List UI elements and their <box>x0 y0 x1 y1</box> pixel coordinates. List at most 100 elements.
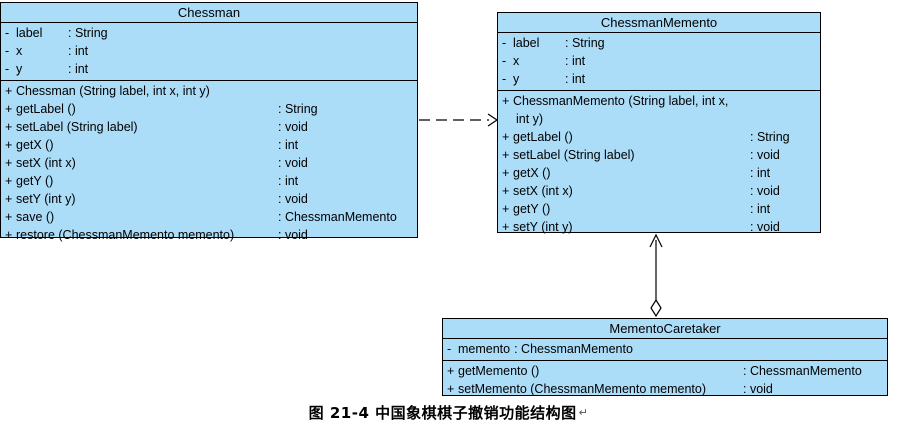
attribute-type: : String <box>565 36 605 50</box>
visibility-marker: + <box>502 184 510 198</box>
attribute-row: -label: String <box>498 34 820 52</box>
operation-return-type: : int <box>278 174 299 188</box>
aggregation-hollow-diamond <box>650 298 662 318</box>
operation-row: +restore (ChessmanMemento memento) : voi… <box>1 226 417 244</box>
operation-row: +setX (int x) : void <box>1 154 417 172</box>
operation-row: +getLabel () : String <box>498 128 820 146</box>
visibility-marker: + <box>5 228 13 242</box>
attribute-row: -label : String <box>1 24 417 42</box>
operation-signature: getX () <box>16 138 54 152</box>
operation-return-type: : String <box>278 102 318 116</box>
operation-row: +setX (int x) : void <box>498 182 820 200</box>
operation-row: +Chessman (String label, int x, int y) <box>1 82 417 100</box>
class-title-chessman: Chessman <box>1 3 417 23</box>
class-box-memento-caretaker[interactable]: MementoCaretaker -memento: ChessmanMemen… <box>442 318 888 396</box>
visibility-marker: + <box>502 202 510 216</box>
attribute-row: -x: int <box>1 42 417 60</box>
operation-return-type: : int <box>278 138 299 152</box>
visibility-marker: + <box>5 156 13 170</box>
operation-return-type: : void <box>278 228 308 242</box>
operation-signature: setY (int y) <box>513 220 573 234</box>
operation-row: +setLabel (String label) : void <box>1 118 417 136</box>
figure-caption: 图 21-4 中国象棋棋子撤销功能结构图↵ <box>0 402 897 423</box>
visibility-marker: - <box>5 26 10 40</box>
operation-return-type: : void <box>750 220 780 234</box>
attribute-type: : ChessmanMemento <box>514 342 633 356</box>
operation-return-type: : String <box>750 130 790 144</box>
operation-signature: setLabel (String label) <box>513 148 635 162</box>
operation-row: +save () : ChessmanMemento <box>1 208 417 226</box>
operation-return-type: : int <box>750 202 771 216</box>
operation-return-type: : void <box>750 184 780 198</box>
attribute-name: y <box>513 72 520 86</box>
visibility-marker: + <box>447 364 455 378</box>
visibility-marker: + <box>5 102 13 116</box>
visibility-marker: + <box>502 130 510 144</box>
attribute-row: -memento: ChessmanMemento <box>443 340 887 358</box>
visibility-marker: + <box>5 192 13 206</box>
attribute-type: : int <box>68 62 89 76</box>
attribute-name: label <box>16 26 43 40</box>
operation-row: +getX () : int <box>1 136 417 154</box>
operation-signature-continued: int y) <box>516 112 544 126</box>
operation-return-type: : void <box>750 148 780 162</box>
operation-signature: Chessman (String label, int x, int y) <box>16 84 210 98</box>
operations-compartment-memento-caretaker: +getMemento () : ChessmanMemento +setMem… <box>443 360 887 400</box>
operation-row: +getLabel () : String <box>1 100 417 118</box>
visibility-marker: + <box>502 148 510 162</box>
operation-signature: getLabel () <box>16 102 76 116</box>
attribute-name: x <box>513 54 520 68</box>
attribute-row: -y : int <box>498 70 820 88</box>
visibility-marker: + <box>502 166 510 180</box>
visibility-marker: - <box>5 44 10 58</box>
operation-signature: setY (int y) <box>16 192 76 206</box>
operation-signature: getMemento () <box>458 364 540 378</box>
class-box-chessman-memento[interactable]: ChessmanMemento -label: String -x: int -… <box>497 12 821 236</box>
operation-row: +setLabel (String label) : void <box>498 146 820 164</box>
operation-row: +setMemento (ChessmanMemento memento) : … <box>443 380 887 398</box>
visibility-marker: - <box>5 62 10 76</box>
attribute-type: : int <box>68 44 89 58</box>
operation-return-type: : void <box>278 156 308 170</box>
operation-signature: ChessmanMemento (String label, int x, <box>513 94 729 108</box>
visibility-marker: - <box>502 72 507 86</box>
operation-signature: setLabel (String label) <box>16 120 138 134</box>
attributes-compartment-chessman: -label: String -x: int -y: int <box>1 23 417 80</box>
operation-signature: getX () <box>513 166 551 180</box>
operation-signature: getLabel () <box>513 130 573 144</box>
operation-signature: setMemento (ChessmanMemento memento) <box>458 382 707 396</box>
operation-return-type: : int <box>750 166 771 180</box>
attribute-type: : int <box>565 72 586 86</box>
operation-row: +setY (int y) : void <box>1 190 417 208</box>
attribute-row: -y: int <box>1 60 417 78</box>
visibility-marker: + <box>502 94 510 108</box>
operation-row: +ChessmanMemento (String label, int x, <box>498 92 820 110</box>
class-title-chessman-memento: ChessmanMemento <box>498 13 820 33</box>
visibility-marker: - <box>447 342 452 356</box>
class-box-chessman[interactable]: Chessman -label: String -x: int -y: int … <box>0 2 418 242</box>
operations-compartment-chessman: +Chessman (String label, int x, int y) +… <box>1 80 417 246</box>
operation-return-type: : void <box>278 120 308 134</box>
operation-row: +getY () : int <box>498 200 820 218</box>
dependency-connector-chessman-to-memento <box>419 113 499 127</box>
visibility-marker: + <box>5 120 13 134</box>
visibility-marker: + <box>5 138 13 152</box>
operation-signature: getY () <box>513 202 551 216</box>
figure-caption-text: 图 21-4 中国象棋棋子撤销功能结构图 <box>308 404 577 422</box>
attributes-compartment-memento-caretaker: -memento: ChessmanMemento <box>443 339 887 360</box>
visibility-marker: + <box>447 382 455 396</box>
visibility-marker: + <box>5 174 13 188</box>
operation-signature: getY () <box>16 174 54 188</box>
attribute-name: label <box>513 36 540 50</box>
operation-row-continuation: int y) <box>498 110 820 128</box>
visibility-marker: + <box>5 84 13 98</box>
attribute-type: : String <box>68 26 108 40</box>
dependency-open-arrowhead <box>487 113 499 127</box>
operation-signature: setX (int x) <box>513 184 573 198</box>
attribute-row: -x: int <box>498 52 820 70</box>
operation-return-type: : void <box>278 192 308 206</box>
operation-signature: setX (int x) <box>16 156 76 170</box>
operation-row: +setY (int y) : void <box>498 218 820 236</box>
operation-signature: restore (ChessmanMemento memento) <box>16 228 235 242</box>
visibility-marker: - <box>502 54 507 68</box>
